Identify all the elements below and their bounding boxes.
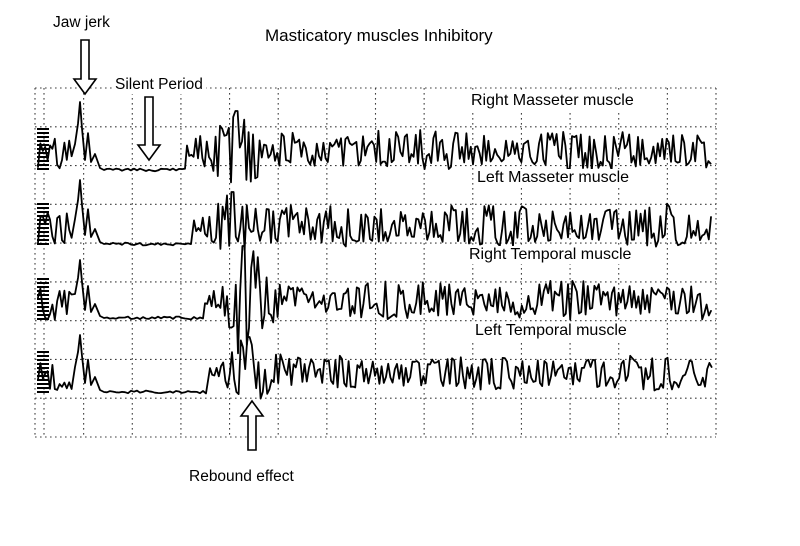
calibration-marks xyxy=(37,136,49,138)
calibration-marks xyxy=(37,235,49,237)
calibration-marks xyxy=(37,144,49,146)
calibration-marks xyxy=(37,367,49,369)
calibration-marks xyxy=(37,227,49,229)
calibration-marks xyxy=(37,302,49,304)
calibration-marks xyxy=(37,278,49,280)
calibration-marks xyxy=(37,282,49,284)
trace-label-right-temporal: Right Temporal muscle xyxy=(466,246,635,264)
calibration-marks xyxy=(37,314,49,316)
calibration-marks xyxy=(37,128,49,130)
annotation-rebound-effect-label: Rebound effect xyxy=(186,468,297,486)
calibration-marks xyxy=(37,211,49,213)
calibration-marks xyxy=(37,379,49,381)
calibration-marks xyxy=(37,168,49,170)
calibration-marks xyxy=(37,160,49,162)
calibration-marks xyxy=(37,231,49,233)
annotation-silent-period-label: Silent Period xyxy=(112,76,206,94)
calibration-marks xyxy=(37,286,49,288)
calibration-marks xyxy=(37,318,49,320)
figure-title: Masticatory muscles Inhibitory xyxy=(262,26,496,46)
calibration-marks xyxy=(37,223,49,225)
calibration-marks xyxy=(37,290,49,292)
emg-trace-1 xyxy=(37,179,712,252)
calibration-marks xyxy=(37,391,49,393)
calibration-marks xyxy=(37,363,49,365)
trace-label-left-temporal: Left Temporal muscle xyxy=(472,322,630,340)
emg-trace-3 xyxy=(37,334,713,400)
silent-period-arrow xyxy=(136,96,162,162)
calibration-marks xyxy=(37,359,49,361)
calibration-marks xyxy=(37,239,49,241)
calibration-marks xyxy=(37,298,49,300)
calibration-marks xyxy=(37,387,49,389)
jaw-jerk-arrow xyxy=(72,39,98,96)
calibration-marks xyxy=(37,351,49,353)
calibration-marks xyxy=(37,132,49,134)
trace-label-left-masseter: Left Masseter muscle xyxy=(474,169,633,187)
annotation-jaw-jerk-label: Jaw jerk xyxy=(50,14,113,32)
trace-label-right-masseter: Right Masseter muscle xyxy=(468,92,637,110)
emg-trace-2 xyxy=(37,245,712,355)
calibration-marks xyxy=(37,243,49,245)
calibration-marks xyxy=(37,156,49,158)
calibration-marks xyxy=(37,203,49,205)
calibration-marks xyxy=(37,152,49,154)
calibration-marks xyxy=(37,164,49,166)
emg-trace-0 xyxy=(37,101,712,184)
calibration-marks xyxy=(37,383,49,385)
calibration-marks xyxy=(37,294,49,296)
calibration-marks xyxy=(37,207,49,209)
calibration-marks xyxy=(37,371,49,373)
calibration-marks xyxy=(37,355,49,357)
rebound-effect-arrow xyxy=(239,399,265,451)
calibration-marks xyxy=(37,140,49,142)
